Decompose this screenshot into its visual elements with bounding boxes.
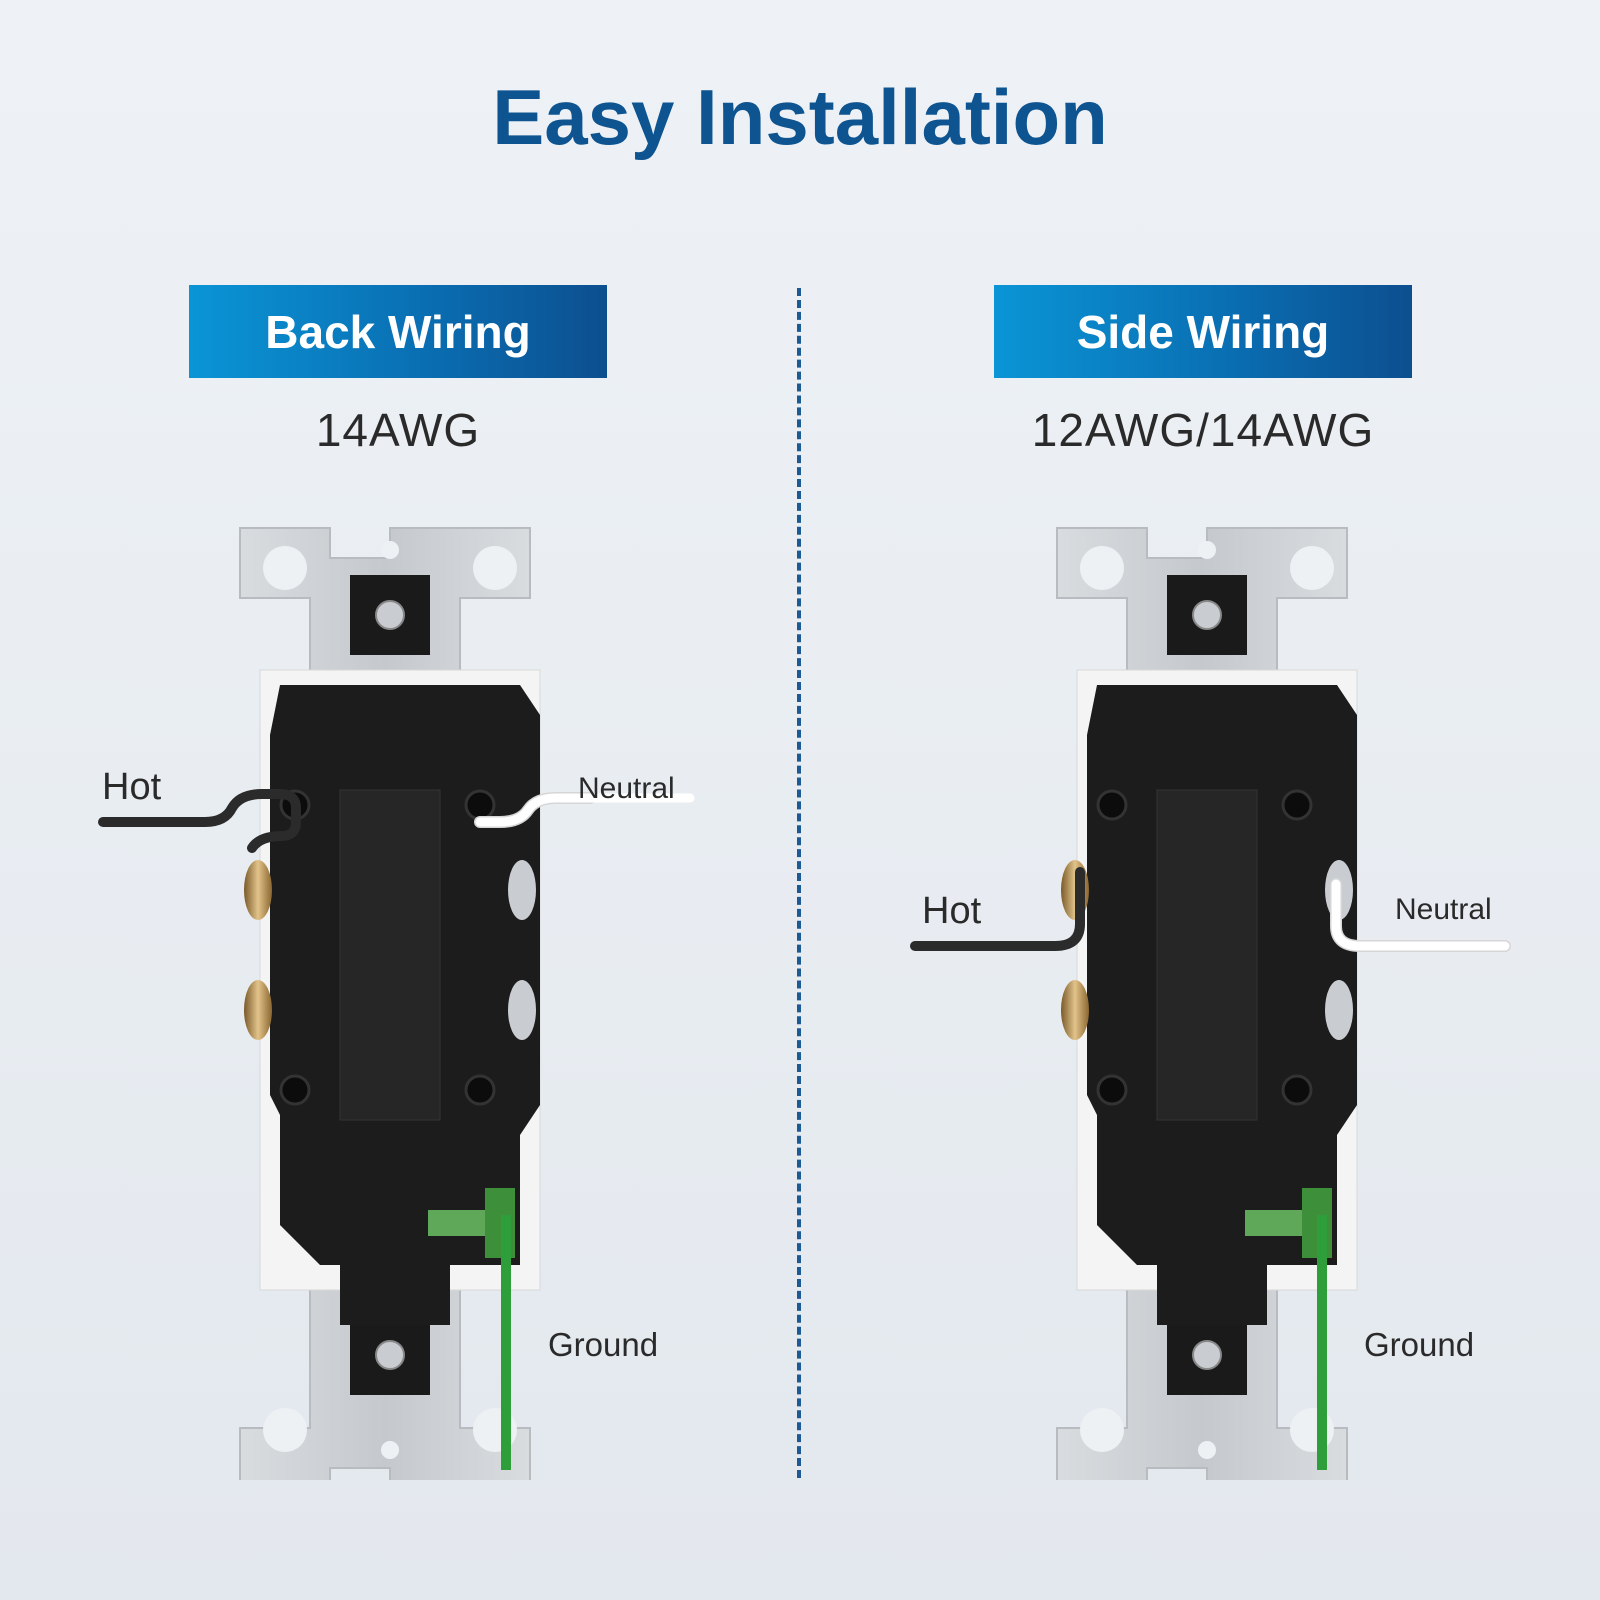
- back-ground-label: Ground: [548, 1326, 659, 1363]
- back-hot-label: Hot: [102, 766, 162, 808]
- back-wiring-receptacle-icon: [239, 527, 541, 1480]
- panel-divider: [797, 288, 801, 1478]
- page-title: Easy Installation: [492, 73, 1108, 161]
- side-wiring-receptacle-icon: [1056, 527, 1358, 1480]
- back-wiring-banner: Back Wiring: [189, 285, 607, 378]
- back-wiring-gauge: 14AWG: [315, 404, 481, 456]
- side-wiring-gauge: 12AWG/14AWG: [1031, 404, 1375, 456]
- side-wiring-banner: Side Wiring: [994, 285, 1412, 378]
- side-hot-label: Hot: [922, 890, 982, 932]
- side-ground-label: Ground: [1364, 1326, 1475, 1363]
- back-neutral-label: Neutral: [578, 772, 675, 805]
- side-neutral-label: Neutral: [1395, 893, 1492, 926]
